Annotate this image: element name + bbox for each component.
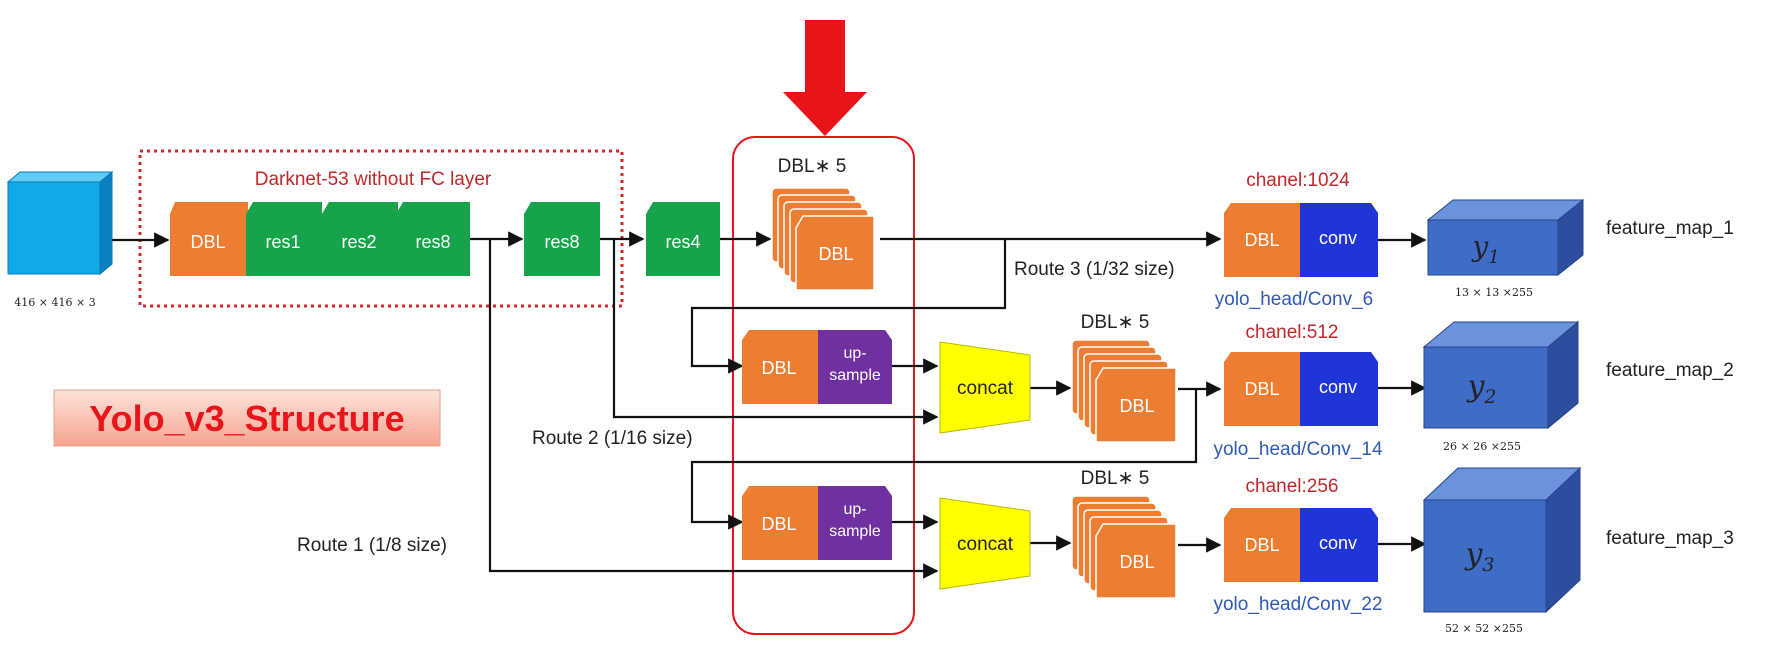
output-cube-2: y2 <box>1422 320 1580 430</box>
svg-text:res2: res2 <box>341 232 376 252</box>
svg-text:DBL: DBL <box>1119 552 1154 572</box>
svg-text:y1: y1 <box>1470 230 1499 268</box>
feature-map-label-1: feature_map_1 <box>1606 218 1734 239</box>
res1-block: res1 <box>246 202 322 276</box>
chanel-label-2: chanel:512 <box>1246 322 1339 343</box>
head-name-3: yolo_head/Conv_22 <box>1213 594 1382 615</box>
svg-text:DBL: DBL <box>190 232 225 252</box>
route1-label: Route 1 (1/8 size) <box>297 535 447 556</box>
dbl-stack-3: DBL <box>1071 495 1177 599</box>
res2-block: res2 <box>322 202 398 276</box>
svg-text:conv: conv <box>1319 228 1357 248</box>
conv-block-2: conv <box>1300 352 1378 426</box>
svg-text:DBL: DBL <box>1244 379 1279 399</box>
head-name-2: yolo_head/Conv_14 <box>1213 439 1382 460</box>
svg-text:DBL: DBL <box>818 244 853 264</box>
svg-text:up-: up- <box>843 345 866 362</box>
output-size-3: 52 × 52 ×255 <box>1445 622 1523 635</box>
dbl-block-head-3: DBL <box>1224 508 1300 582</box>
chanel-label-1: chanel:1024 <box>1246 170 1350 191</box>
upsample-block-2: up- sample <box>818 486 892 560</box>
conv-block-1: conv <box>1300 203 1378 277</box>
dbl-block-up-1: DBL <box>742 330 818 404</box>
input-size-label: 416 × 416 × 3 <box>14 296 95 309</box>
concat-block-2: concat <box>939 497 1031 590</box>
svg-text:res1: res1 <box>265 232 300 252</box>
svg-text:DBL: DBL <box>761 358 796 378</box>
title-box <box>53 389 441 447</box>
svg-text:res8: res8 <box>415 232 450 252</box>
res8-block-2: res8 <box>524 202 600 276</box>
highlight-frame <box>732 136 915 635</box>
upsample-block-1: up- sample <box>818 330 892 404</box>
svg-text:sample: sample <box>829 367 881 384</box>
svg-text:conv: conv <box>1319 377 1357 397</box>
svg-text:sample: sample <box>829 523 881 540</box>
svg-text:conv: conv <box>1319 533 1357 553</box>
chanel-label-3: chanel:256 <box>1246 476 1339 497</box>
output-size-1: 13 × 13 ×255 <box>1455 286 1533 299</box>
svg-text:y2: y2 <box>1465 369 1496 408</box>
route2-label: Route 2 (1/16 size) <box>532 428 693 449</box>
feature-map-label-2: feature_map_2 <box>1606 360 1734 381</box>
dbl-x5-label-1: DBL∗ 5 <box>778 156 847 177</box>
input-cube <box>6 170 114 276</box>
svg-text:concat: concat <box>957 378 1014 399</box>
res4-block: res4 <box>646 202 720 276</box>
res8-block-1: res8 <box>396 202 470 276</box>
output-cube-3: y3 <box>1422 466 1582 614</box>
highlight-arrow <box>783 20 867 136</box>
svg-text:up-: up- <box>843 501 866 518</box>
dbl-x5-label-2: DBL∗ 5 <box>1081 312 1150 333</box>
svg-text:DBL: DBL <box>1244 535 1279 555</box>
output-size-2: 26 × 26 ×255 <box>1443 440 1521 453</box>
page-title: Yolo_v3_Structure <box>89 398 404 439</box>
dbl-x5-label-3: DBL∗ 5 <box>1081 468 1150 489</box>
svg-text:concat: concat <box>957 534 1014 555</box>
svg-text:y3: y3 <box>1463 537 1494 576</box>
feature-map-label-3: feature_map_3 <box>1606 528 1734 549</box>
svg-text:DBL: DBL <box>1244 230 1279 250</box>
svg-text:DBL: DBL <box>761 514 796 534</box>
dbl-stack-1: DBL <box>771 187 875 291</box>
darknet-label: Darknet-53 without FC layer <box>255 169 492 190</box>
dbl-block-head-1: DBL <box>1224 203 1300 277</box>
head-name-1: yolo_head/Conv_6 <box>1215 289 1373 310</box>
connections <box>112 231 1427 579</box>
svg-text:res8: res8 <box>544 232 579 252</box>
conv-block-3: conv <box>1300 508 1378 582</box>
output-cube-1: y1 <box>1426 198 1585 277</box>
concat-block-1: concat <box>939 341 1031 434</box>
svg-text:DBL: DBL <box>1119 396 1154 416</box>
dbl-block-backbone: DBL <box>170 202 248 276</box>
dbl-stack-2: DBL <box>1071 339 1177 443</box>
dbl-block-head-2: DBL <box>1224 352 1300 426</box>
dbl-block-up-2: DBL <box>742 486 818 560</box>
route3-label: Route 3 (1/32 size) <box>1014 259 1175 280</box>
darknet-box <box>138 149 624 308</box>
svg-text:res4: res4 <box>665 232 700 252</box>
